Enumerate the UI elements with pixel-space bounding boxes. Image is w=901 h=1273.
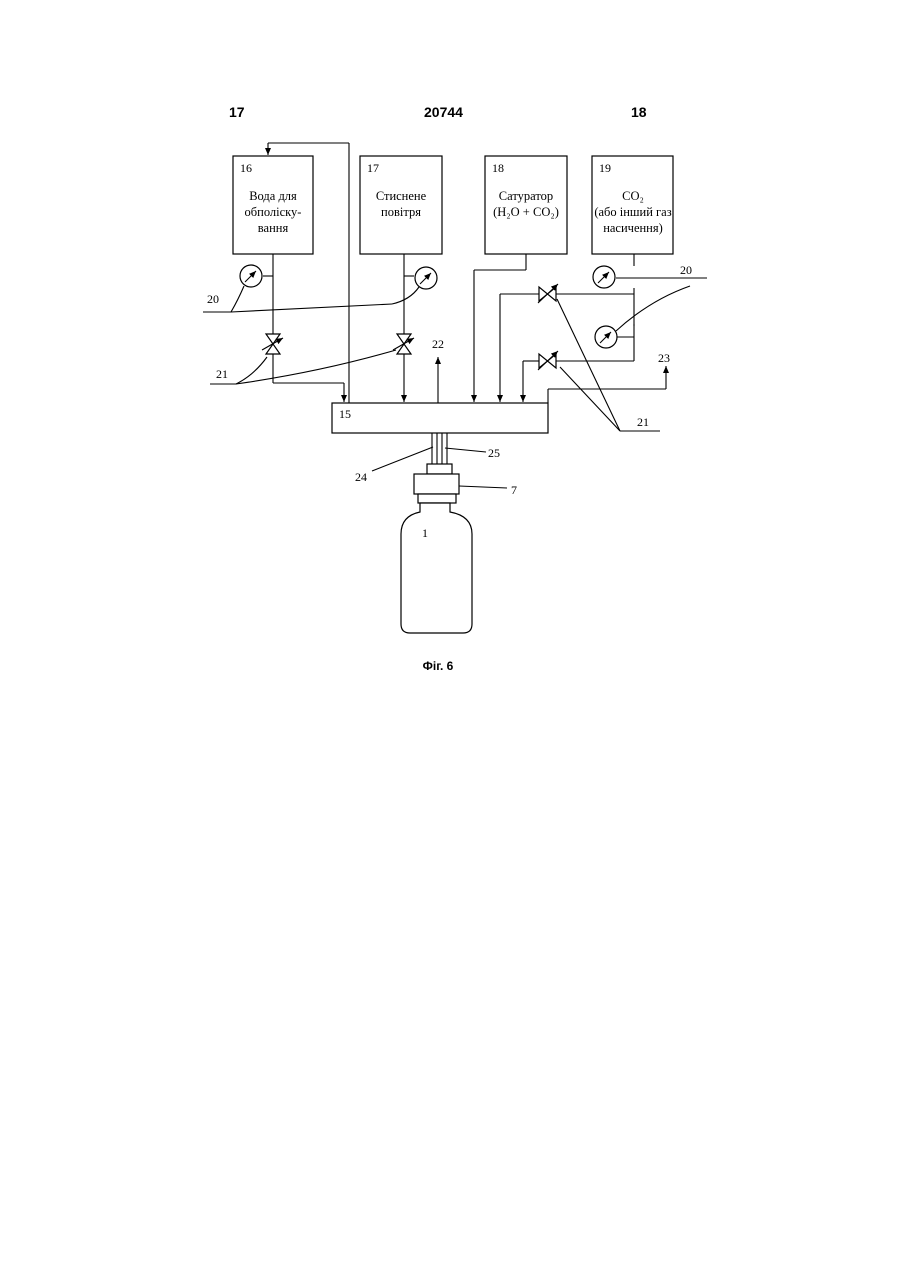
box-17-compressed-air: 17 Стиснене повітря [360,156,442,254]
pressure-gauge-icon [593,266,615,288]
valve-icon [393,334,414,354]
box-16-line-3: вання [258,221,289,235]
block-15-manifold: 15 [332,403,548,433]
label-20-left: 20 [207,292,219,306]
box-19-line-2: (або інший газ [594,205,671,219]
label-23: 23 [658,351,670,365]
label-21-right: 21 [637,415,649,429]
pressure-gauge-icon [415,267,437,289]
valve-icon [262,334,283,354]
box-18-number: 18 [492,161,504,175]
label-1: 1 [422,526,428,540]
box-19-co2: 19 CO₂ (або інший газ насичення) [592,156,673,254]
box-19-line-3: насичення) [603,221,663,235]
block-15-number: 15 [339,407,351,421]
pressure-gauge-icon [595,326,634,348]
box-16-number: 16 [240,161,252,175]
outlet-23 [548,366,666,403]
label-7: 7 [511,483,517,497]
bottle-icon [401,503,472,633]
pipe-16 [263,254,344,402]
valve-icon [538,284,558,303]
box-17-line-1: Стиснене [376,189,427,203]
box-16-rinse-water: 16 Вода для обполіску- вання [233,156,313,254]
label-25: 25 [488,446,500,460]
box-18-saturator: 18 Сатуратор (H₂O + CO₂) [485,156,567,254]
figure-caption: Фіг. 6 [423,659,454,673]
label-21-left: 21 [216,367,228,381]
label-24: 24 [355,470,367,484]
cap-7 [414,474,459,503]
box-17-number: 17 [367,161,379,175]
box-18-line-1: Сатуратор [499,189,553,203]
box-17-line-2: повітря [381,205,421,219]
box-16-line-1: Вода для [249,189,297,203]
box-19-number: 19 [599,161,611,175]
box-16-line-2: обполіску- [245,205,302,219]
label-22: 22 [432,337,444,351]
pressure-gauge-icon [240,265,262,287]
box-18-line-2: (H₂O + CO₂) [493,205,559,219]
box-19-line-1: CO₂ [622,189,644,203]
valve-icon [538,351,558,370]
pipe-17 [404,254,414,402]
nozzle-24-25 [427,433,452,474]
label-20-right: 20 [680,263,692,277]
